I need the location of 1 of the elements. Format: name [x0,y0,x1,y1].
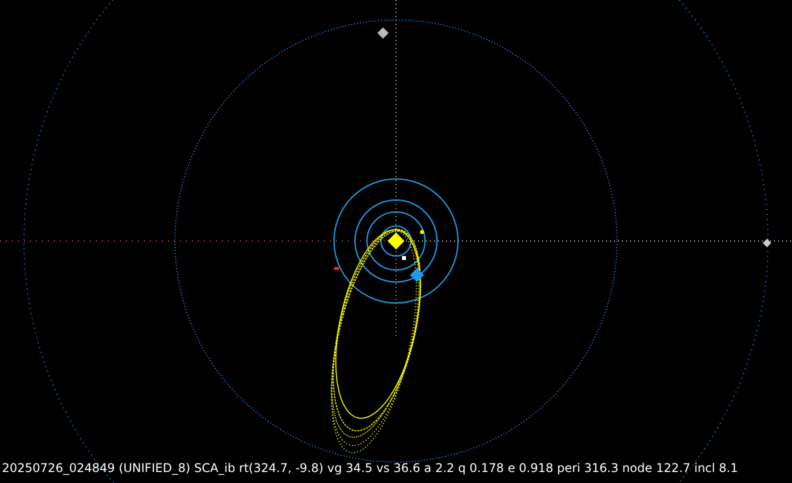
caption-text: 20250726_024849 (UNIFIED_8) SCA_ib rt(324.7, -9.8) vg 34.5 vs 36.6 a 2.2 q 0.178 e 0.918 peri 316.3 node 122.7 incl 8.1 [2,461,738,475]
